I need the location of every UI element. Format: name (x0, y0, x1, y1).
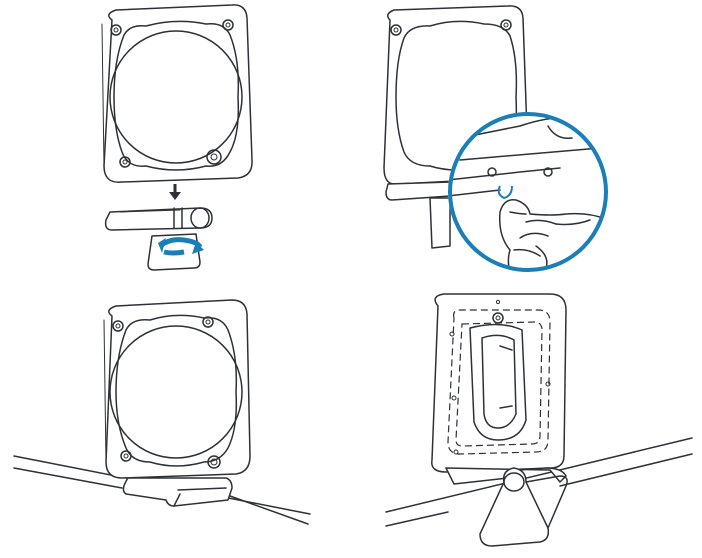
magnifier-callout (448, 112, 608, 272)
monitor-edge (385, 437, 693, 527)
panel-step-4 (385, 293, 693, 547)
mount-clip (385, 181, 451, 249)
device-back (431, 293, 567, 473)
mount-clip (122, 477, 233, 507)
panel-step-2 (383, 5, 608, 272)
rotate-arrow-icon (158, 237, 204, 256)
device-front (103, 299, 251, 479)
down-arrow-icon (169, 184, 181, 200)
mount-clip (445, 467, 568, 547)
device-front (101, 4, 253, 183)
mount-clip (104, 207, 213, 271)
panel-step-1 (101, 4, 253, 271)
panel-step-3 (13, 299, 311, 525)
